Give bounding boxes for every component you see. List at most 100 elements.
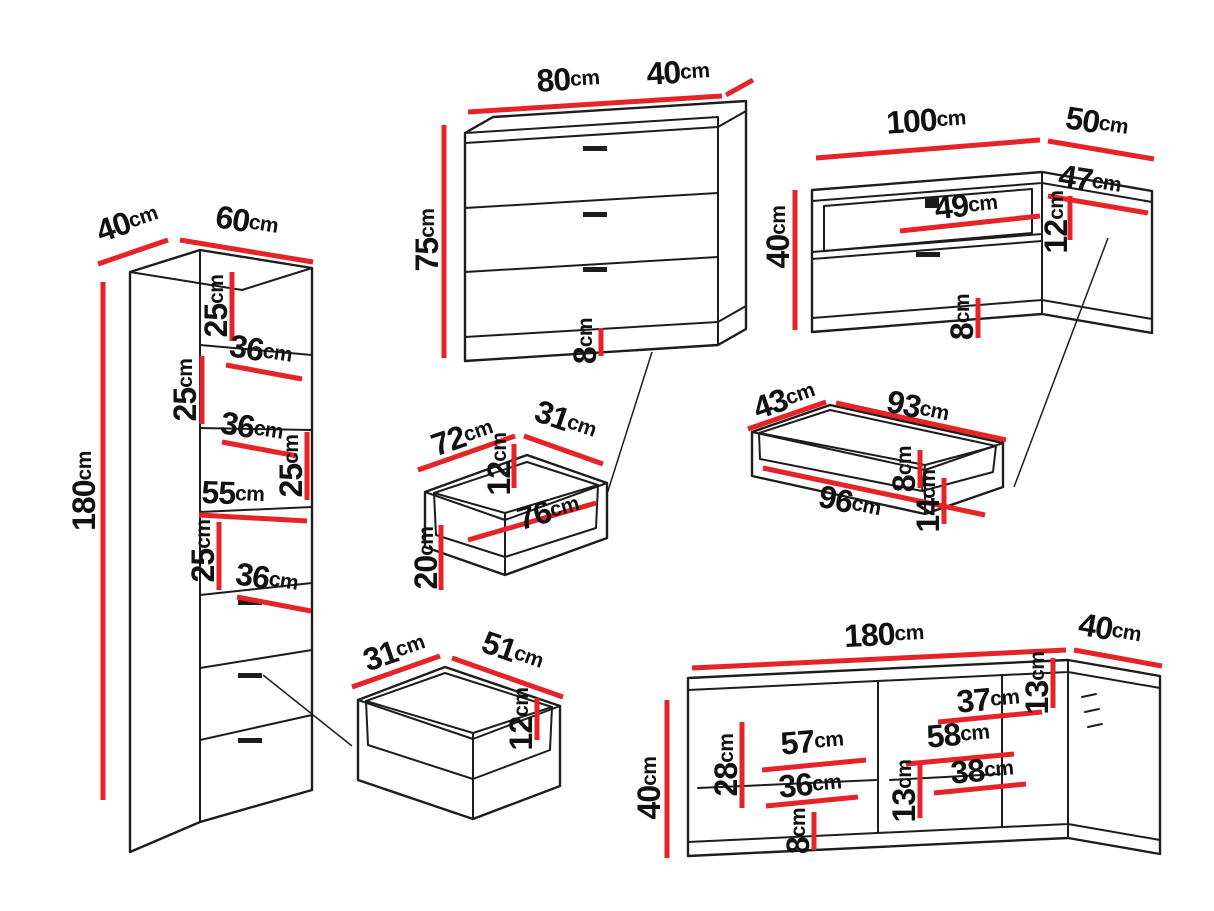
large-drawer: 72cm 31cm 12cm 76cm 20cm — [408, 393, 609, 590]
long-drawer-outline — [750, 403, 1005, 516]
dim-label-inner-height: 28cm — [708, 734, 744, 797]
dim-label-width: 180cm — [843, 614, 925, 654]
chest-front-top-edge — [464, 116, 719, 346]
dim-line-depth — [724, 77, 755, 98]
dim-line-inner-width — [198, 512, 308, 524]
dim-line-width — [691, 647, 1067, 671]
dim-label-plinth: 8cm — [780, 808, 816, 854]
drawer-handle — [916, 252, 940, 257]
large-drawer-outline — [423, 453, 609, 577]
long-drawer-floor — [758, 432, 997, 492]
dim-line-inner-length — [762, 465, 986, 518]
dim-label-height: 20cm — [408, 527, 444, 590]
dim-line-depth — [1073, 647, 1163, 669]
small-drawer-floor — [365, 700, 553, 780]
drawer-handle — [583, 267, 607, 272]
dim-label-depth: 40cm — [645, 52, 710, 92]
dim-label-height: 14cm — [910, 470, 946, 533]
dim-line-niche3-width — [937, 709, 1043, 725]
tall-cabinet: 40cm 60cm 180cm 25cm 36cm 25cm 36cm 25cm… — [66, 195, 314, 854]
chest-base-line — [464, 305, 747, 338]
chest-top-thickness — [464, 110, 747, 144]
top-knob — [925, 197, 939, 208]
tv-stand-shelves — [697, 773, 1001, 789]
dim-label-inner-length: 96cm — [815, 478, 884, 526]
tall-cabinet-top-face — [129, 267, 313, 291]
dim-line-width — [815, 137, 1041, 161]
dim-line-depth — [1047, 138, 1155, 162]
dim-line-width — [747, 399, 827, 432]
dim-line-shelf2-width — [933, 781, 1027, 796]
dim-label-width: 100cm — [885, 99, 967, 140]
dim-label-shelf-top: 36cm — [227, 327, 295, 372]
small-drawer-outline — [356, 665, 562, 821]
drawer-handle — [583, 212, 607, 217]
tv-stand: 180cm 40cm 40cm 28cm 57cm 36cm 8cm 58cm … — [631, 606, 1163, 858]
dim-line-length — [835, 400, 1007, 443]
dim-label-height: 40cm — [631, 757, 667, 820]
dim-label-shelf-mid: 36cm — [218, 404, 286, 449]
leader-tall-cabinet-to-small-drawer — [262, 674, 353, 747]
drawer-handle — [238, 600, 262, 605]
dim-label-inner-height: 12cm — [481, 433, 517, 496]
tv-cabinet-drawer-lines — [811, 233, 1043, 260]
large-drawer-floor — [433, 484, 599, 558]
dim-label-plinth: 8cm — [944, 294, 980, 340]
dim-line-depth — [97, 237, 169, 267]
dim-label-length: 93cm — [883, 383, 952, 431]
tv-stand-partitions — [877, 674, 1003, 834]
tv-cabinet-base-line — [811, 299, 1153, 320]
small-drawer: 31cm 51cm 12cm — [351, 624, 564, 821]
dim-line-width — [351, 653, 441, 690]
tv-cabinet: 100cm 50cm 40cm 49cm 47cm 12cm 8cm — [760, 99, 1155, 340]
dim-label-shelf2-width: 38cm — [949, 749, 1015, 790]
dim-label-niche-height: 12cm — [1038, 191, 1074, 254]
dim-line-width — [467, 93, 723, 115]
dim-label-width: 60cm — [213, 198, 281, 243]
dim-label-width: 31cm — [530, 393, 601, 448]
dim-label-inner-width: 55cm — [201, 474, 265, 512]
dim-label-niche-depth: 47cm — [1056, 157, 1124, 202]
dim-line-shelf-bottom — [236, 594, 312, 614]
dim-line-niche-depth — [1047, 193, 1149, 216]
leader-chest-to-large-drawer — [606, 351, 653, 495]
tv-stand-outline — [686, 658, 1162, 858]
dim-label-gap-lower: 25cm — [185, 520, 221, 583]
dim-label-plinth: 8cm — [567, 318, 603, 364]
drawer-handle — [238, 738, 262, 743]
dim-label-inner-length: 76cm — [513, 485, 583, 537]
tv-cabinet-top-thickness — [811, 182, 1153, 203]
tv-cabinet-niche — [823, 188, 1033, 252]
leader-lines — [262, 237, 1109, 747]
dim-label-gap-mid: 25cm — [273, 435, 309, 498]
dim-line-width — [523, 433, 604, 467]
dim-label-depth: 40cm — [1076, 606, 1144, 652]
dim-label-shelf1-width: 36cm — [777, 763, 843, 804]
drawer-handle — [238, 673, 262, 678]
chest-outline — [463, 99, 748, 363]
leader-tv-cabinet-to-long-drawer — [1013, 237, 1109, 488]
dim-line-width — [179, 237, 314, 265]
dim-label-height: 180cm — [66, 451, 102, 531]
dim-label-niche-width: 49cm — [933, 184, 999, 226]
dim-line-niche1-width — [761, 757, 867, 773]
dim-label-shelf-bottom: 36cm — [233, 555, 301, 600]
dim-line-niche2-width — [905, 751, 1015, 767]
dim-label-inner-height: 12cm — [503, 688, 539, 751]
dim-line-inner-length — [467, 500, 597, 543]
dim-line-length — [451, 655, 564, 700]
dim-label-gap-top: 25cm — [198, 275, 234, 338]
dim-label-depth: 50cm — [1063, 99, 1131, 144]
dim-label-inner-height: 8cm — [886, 446, 922, 492]
dim-label-width: 80cm — [535, 59, 600, 99]
dim-label-gap-upper: 25cm — [167, 359, 203, 422]
large-drawer-rim — [424, 482, 608, 576]
tv-stand-side-marks — [1081, 693, 1103, 728]
tall-cabinet-shelf-lines — [199, 344, 313, 741]
dim-label-niche2-width: 58cm — [925, 713, 991, 754]
chest-drawer-dividers — [464, 192, 719, 273]
dim-line-shelf-mid — [221, 439, 298, 459]
dim-label-height: 75cm — [409, 209, 445, 272]
dim-label-depth: 40cm — [91, 195, 162, 250]
